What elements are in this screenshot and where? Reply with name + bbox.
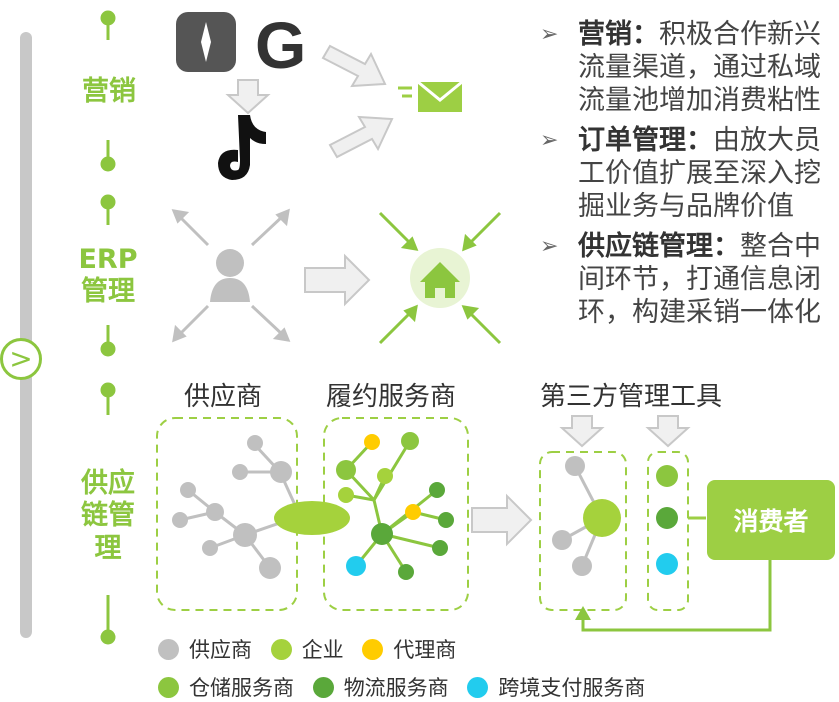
bullet-order: ➢ 订单管理：由放大员工价值扩展至深入挖掘业务与品牌价值 [540, 124, 836, 223]
fulfillment-nodes [336, 432, 454, 580]
section-supply-chain: 供应 链管 理 [72, 468, 144, 565]
timeline-markers [100, 10, 116, 645]
legend-label: 物流服务商 [343, 676, 449, 700]
legend-item: 物流服务商 [312, 672, 449, 702]
legend-label: 代理商 [393, 638, 457, 662]
legend-item: 仓储服务商 [158, 672, 294, 702]
section-supply-line2: 链管 [81, 500, 135, 532]
group-title-third-party: 第三方管理工具 [540, 382, 723, 412]
legend-dot [467, 677, 489, 698]
email-icon [398, 80, 463, 112]
enterprise-hub [274, 501, 350, 535]
legend-dot [158, 677, 179, 698]
bullet-lead: 营销： [578, 19, 659, 50]
bullet-list: ➢ 营销：积极合作新兴流量渠道，通过私域流量池增加消费粘性 ➢ 订单管理：由放大… [540, 18, 836, 336]
erp-in-arrows [378, 211, 502, 345]
bullet-supply: ➢ 供应链管理：整合中间环节，打通信息闭环，构建采销一体化 [540, 230, 836, 329]
section-erp-line2: 管理 [81, 276, 135, 308]
home-icon [410, 248, 470, 308]
legend-item: 跨境支付服务商 [467, 672, 645, 702]
timeline-bar [20, 32, 32, 638]
bullet-lead: 订单管理： [578, 125, 713, 156]
tool-box-a [539, 451, 627, 611]
bullet-text: 由放大员工价值扩展至深入挖掘业务与品牌价值 [578, 125, 821, 222]
tool-box-b [647, 451, 689, 611]
erp-out-arrows [171, 208, 291, 343]
legend-dot [270, 639, 292, 660]
feedback-arrowhead [575, 606, 591, 620]
feedback-loop [581, 560, 772, 632]
legend-row-2: 仓储服务商 物流服务商 跨境支付服务商 [158, 672, 657, 702]
legend-item: 企业 [270, 634, 344, 664]
person-icon [210, 249, 250, 302]
legend-dot [362, 639, 384, 660]
flow-arrows-marketing [225, 44, 394, 159]
legend-dot [312, 677, 334, 698]
legend-label: 仓储服务商 [189, 676, 294, 700]
fulfillment-network-lines [344, 440, 447, 573]
legend-label: 企业 [301, 638, 344, 662]
group-title-supplier: 供应商 [184, 382, 263, 412]
section-erp-line1: ERP [78, 244, 138, 275]
bullet-text: 积极合作新兴流量渠道，通过私域流量池增加消费粘性 [578, 19, 821, 116]
tiktok-icon [218, 115, 266, 180]
sparkle-app-icon [176, 12, 236, 72]
legend-item: 供应商 [158, 634, 252, 664]
google-icon: G [255, 8, 306, 82]
bullet-marketing: ➢ 营销：积极合作新兴流量渠道，通过私域流量池增加消费粘性 [540, 18, 836, 117]
bullet-arrow-icon: ➢ [540, 234, 559, 259]
svg-text:G: G [255, 8, 306, 82]
expand-button[interactable]: > [0, 338, 42, 380]
supply-flow-arrow [471, 493, 533, 547]
consumer-box: 消费者 [707, 480, 835, 560]
legend-item: 代理商 [362, 634, 456, 664]
section-supply-line3: 理 [94, 532, 122, 564]
section-supply-line1: 供应 [81, 468, 135, 499]
legend-row-1: 供应商 企业 代理商 [158, 634, 468, 664]
legend-label: 供应商 [189, 638, 252, 662]
legend-dot [158, 639, 179, 660]
supplier-nodes [172, 435, 292, 579]
bullet-lead: 供应链管理： [578, 231, 740, 262]
bullet-arrow-icon: ➢ [540, 22, 559, 47]
bullet-text: 整合中间环节，打通信息闭环，构建采销一体化 [578, 231, 821, 328]
tool-down-arrows [559, 415, 691, 448]
section-marketing: 营销 [82, 76, 136, 107]
legend-label: 跨境支付服务商 [498, 676, 646, 700]
group-title-fulfillment: 履约服务商 [326, 382, 457, 412]
tool-nodes [552, 456, 678, 576]
section-erp: ERP 管理 [72, 244, 144, 309]
erp-flow-arrow [304, 253, 371, 307]
bullet-arrow-icon: ➢ [540, 128, 559, 153]
